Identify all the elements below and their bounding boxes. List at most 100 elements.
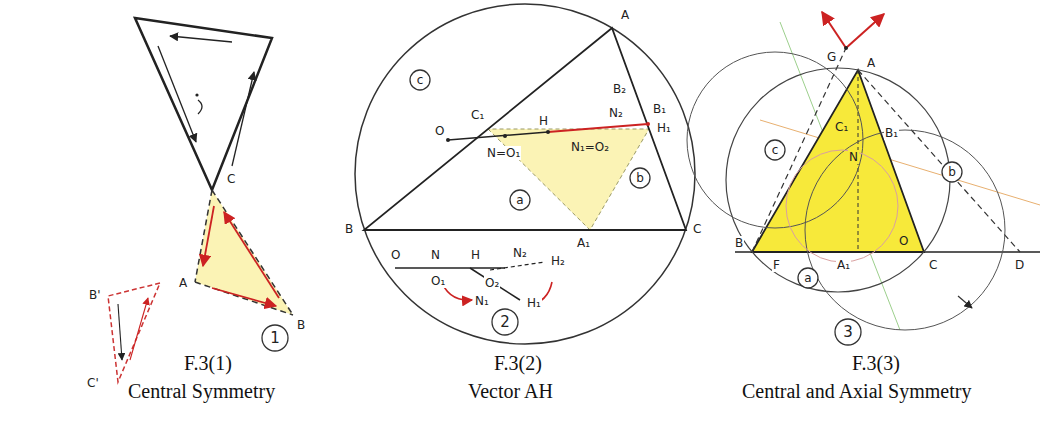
- panel-three-figure-part: [687, 52, 863, 228]
- circled-label: c: [409, 69, 431, 91]
- point-label: N₂: [512, 246, 528, 260]
- circled-text: 1: [270, 331, 280, 346]
- point-label: N₁: [474, 294, 490, 308]
- panel-one-figure: [108, 18, 293, 382]
- circled-label: a: [509, 189, 531, 211]
- panel-one-figure-part: [195, 282, 293, 315]
- point-label: N=O₁: [486, 146, 521, 160]
- panel-two-figure-part: [364, 28, 686, 230]
- point-label: H₁: [656, 121, 672, 135]
- circled-label: b: [629, 167, 651, 189]
- panel-two-figure-part: [548, 124, 648, 132]
- panel-one-figure-part: [224, 212, 279, 298]
- circle-shape: [630, 168, 650, 188]
- circled-label: 1: [261, 324, 289, 352]
- point-label: O: [390, 248, 401, 262]
- panel-three-figure-part: [786, 150, 898, 262]
- panel-two-figure-part: [446, 138, 450, 142]
- circle-shape: [492, 309, 518, 335]
- panel-two-figure-part: [355, 4, 695, 344]
- point-label: O₂: [484, 276, 500, 290]
- figure-caption: Vector AH: [468, 380, 553, 402]
- point-label: C₁: [470, 108, 485, 122]
- panel-two-figure-part: [448, 132, 548, 140]
- circled-label: a: [797, 267, 819, 289]
- point-label: B: [344, 222, 354, 236]
- circled-text: a: [804, 272, 811, 284]
- panel-one-figure-part: [170, 36, 232, 42]
- panel-two-figure-part: [503, 134, 507, 138]
- circle-shape: [410, 70, 430, 90]
- panel-three-figure-part: [822, 12, 846, 48]
- circled-text: a: [516, 194, 523, 206]
- panel-one-figure-part: [130, 298, 148, 360]
- point-label: B: [296, 318, 306, 332]
- panel-one-figure-part: [158, 46, 196, 142]
- point-label: D: [1014, 258, 1025, 272]
- panel-three-figure-part: [846, 14, 884, 48]
- panel-three-figure-part: [752, 70, 924, 252]
- point-label: B₂: [612, 82, 627, 96]
- point-label: O: [898, 234, 909, 248]
- circled-label: b: [941, 161, 963, 183]
- circle-shape: [510, 190, 530, 210]
- circle-shape: [798, 268, 818, 288]
- panel-one-figure-part: [118, 304, 122, 360]
- point-label: C': [86, 376, 100, 390]
- point-label: B₁: [652, 102, 667, 116]
- panel-one-figure-part: [135, 18, 272, 190]
- panel-one-figure-part: [195, 190, 212, 282]
- panel-three-figure-part: [958, 296, 972, 308]
- point-label: H₁: [526, 296, 542, 310]
- figure-caption: Central and Axial Symmetry: [742, 380, 971, 402]
- circled-text: c: [772, 144, 779, 156]
- panel-three-figure-part: [805, 130, 1005, 330]
- figure-caption: F.3(2): [494, 352, 542, 374]
- point-label: B': [88, 288, 102, 302]
- point-label: C₁: [834, 120, 849, 134]
- panel-three-figure-part: [858, 70, 1020, 252]
- point-label: N₁=O₂: [570, 140, 610, 154]
- point-label: C: [226, 172, 236, 186]
- point-label: C: [692, 222, 702, 236]
- circled-text: 3: [843, 325, 853, 340]
- panel-two-figure-part: [488, 129, 649, 230]
- panel-two-figure: [355, 4, 695, 344]
- panel-three-figure: [687, 12, 1040, 330]
- panel-three-figure-part: [735, 251, 1040, 252]
- circle-shape: [765, 140, 785, 160]
- panel-two-figure-part: [490, 262, 545, 270]
- circle-shape: [835, 319, 861, 345]
- circled-text: 2: [500, 315, 510, 330]
- panel-two-figure-part: [546, 130, 550, 134]
- point-label: A₁: [836, 258, 851, 272]
- point-label: H: [470, 248, 481, 262]
- figure-caption: F.3(1): [184, 352, 232, 374]
- point-label: A: [620, 8, 630, 22]
- point-label: H: [538, 114, 549, 128]
- panel-one-figure-part: [198, 100, 202, 114]
- figure-caption: F.3(3): [852, 352, 900, 374]
- panel-two-figure-part: [646, 122, 650, 126]
- panel-three-figure-part: [726, 68, 950, 292]
- point-label: F: [772, 258, 781, 272]
- point-label: G: [826, 50, 837, 64]
- circle-shape: [262, 325, 288, 351]
- panel-one-figure-part: [232, 72, 254, 166]
- panel-one-figure-part: [195, 190, 293, 315]
- point-label: O: [434, 124, 445, 138]
- point-label: A: [866, 56, 876, 70]
- point-label: N: [848, 150, 859, 164]
- panel-one-figure-part: [212, 288, 276, 306]
- panel-three-figure-part: [752, 48, 846, 252]
- panel-two-figure-part: [395, 267, 505, 269]
- panel-one-figure-part: [195, 93, 198, 96]
- point-label: H₂: [550, 254, 566, 268]
- point-label: N: [430, 248, 441, 262]
- point-label: C: [928, 258, 938, 272]
- point-label: B₁: [884, 126, 899, 140]
- figure-caption: Central Symmetry: [128, 380, 275, 402]
- point-label: A: [178, 276, 188, 290]
- circled-text: c: [417, 74, 424, 86]
